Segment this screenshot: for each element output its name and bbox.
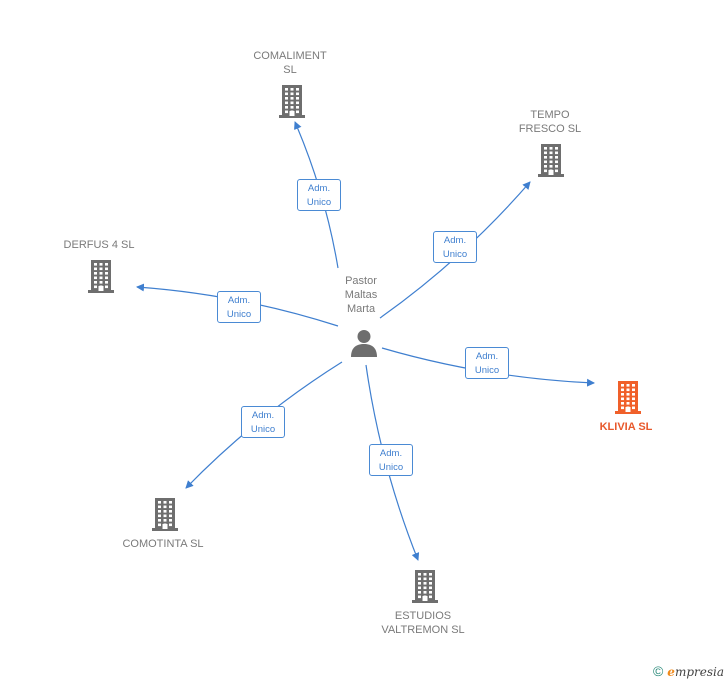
building-icon[interactable] xyxy=(411,569,439,603)
role-text: Adm. xyxy=(443,235,467,246)
company-name-tempo[interactable]: TEMPO FRESCO SL xyxy=(518,109,582,135)
building-icon[interactable] xyxy=(87,259,115,293)
role-label-klivia[interactable]: Adm. Unico xyxy=(465,347,509,379)
role-label-tempo[interactable]: Adm. Unico xyxy=(433,231,477,263)
footer-brand: ©empresia xyxy=(653,663,724,679)
role-label-comotinta[interactable]: Adm. Unico xyxy=(241,406,285,438)
role-text: Adm. xyxy=(379,448,403,459)
role-text: Unico xyxy=(226,309,252,320)
building-icon[interactable] xyxy=(151,497,179,531)
role-text: Adm. xyxy=(307,183,331,194)
role-label-comaliment[interactable]: Adm. Unico xyxy=(297,179,341,211)
company-name-klivia[interactable]: KLIVIA SL xyxy=(599,421,653,433)
company-name-comaliment[interactable]: COMALIMENT SL xyxy=(253,50,327,76)
role-text: Unico xyxy=(306,197,332,208)
copyright-icon: © xyxy=(652,663,664,679)
brand-logo-e: e xyxy=(667,665,675,679)
building-icon[interactable] xyxy=(614,380,642,414)
role-text: Unico xyxy=(442,249,468,260)
building-icon[interactable] xyxy=(278,84,306,118)
company-name-comotinta[interactable]: COMOTINTA SL xyxy=(122,538,204,550)
company-name-estudios[interactable]: ESTUDIOS VALTREMON SL xyxy=(381,610,465,636)
role-text: Unico xyxy=(250,424,276,435)
person-icon[interactable] xyxy=(349,328,379,358)
role-text: Adm. xyxy=(475,351,499,362)
role-text: Adm. xyxy=(251,410,275,421)
company-name-derfus[interactable]: DERFUS 4 SL xyxy=(63,239,135,251)
role-label-estudios[interactable]: Adm. Unico xyxy=(369,444,413,476)
person-name[interactable]: Pastor Maltas Marta xyxy=(344,275,378,315)
role-text: Unico xyxy=(378,462,404,473)
role-text: Unico xyxy=(474,365,500,376)
role-text: Adm. xyxy=(227,295,251,306)
building-icon[interactable] xyxy=(537,143,565,177)
brand-logo-text: mpresia xyxy=(674,665,724,679)
role-label-derfus[interactable]: Adm. Unico xyxy=(217,291,261,323)
